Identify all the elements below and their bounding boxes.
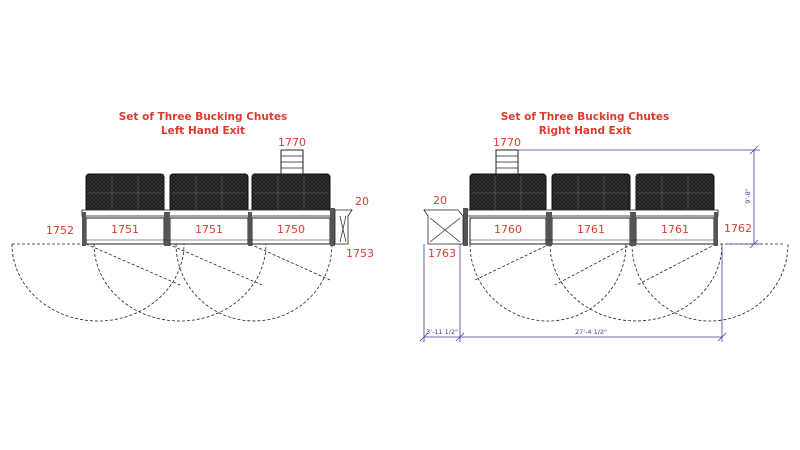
left-part-1770: 1770 bbox=[278, 136, 306, 149]
left-chute-set: Set of Three Bucking Chutes Left Hand Ex… bbox=[11, 111, 374, 322]
left-chute-box-3 bbox=[251, 217, 331, 245]
right-chute-box-1 bbox=[469, 217, 547, 245]
left-part-1752: 1752 bbox=[46, 224, 74, 237]
left-gate-swing-line-2 bbox=[167, 243, 263, 286]
right-part-1763: 1763 bbox=[428, 247, 456, 260]
right-post-3 bbox=[630, 212, 636, 246]
right-post-1 bbox=[463, 208, 468, 246]
left-gate-swing-line-3 bbox=[249, 243, 331, 281]
right-chute-label-3: 1761 bbox=[661, 223, 689, 236]
left-chute-label-1: 1751 bbox=[111, 223, 139, 236]
left-post-3 bbox=[248, 212, 252, 246]
left-chute-box-1 bbox=[85, 217, 165, 245]
left-gate-swing-line-1 bbox=[85, 243, 181, 286]
left-part-1753: 1753 bbox=[346, 247, 374, 260]
right-chute-label-1: 1760 bbox=[494, 223, 522, 236]
left-title-line2: Left Hand Exit bbox=[161, 125, 245, 137]
left-chute-label-3: 1750 bbox=[277, 223, 305, 236]
right-part-1770: 1770 bbox=[493, 136, 521, 149]
right-title-line1: Set of Three Bucking Chutes bbox=[501, 111, 670, 123]
right-gate-swing-arc-1 bbox=[469, 243, 627, 322]
right-post-2 bbox=[546, 212, 552, 246]
right-dim-height: 9'-8" bbox=[744, 188, 752, 203]
right-gate-swing-arc-2 bbox=[549, 243, 723, 322]
right-top-rail bbox=[465, 209, 719, 217]
right-title-line2: Right Hand Exit bbox=[539, 125, 631, 137]
right-post-4 bbox=[714, 212, 718, 246]
right-part-1762: 1762 bbox=[724, 222, 752, 235]
left-gate-swing-arc-2 bbox=[93, 243, 267, 322]
left-part-20: 20 bbox=[355, 195, 369, 208]
right-chute-set: Set of Three Bucking Chutes Right Hand E… bbox=[419, 111, 789, 342]
left-chute-label-2: 1751 bbox=[195, 223, 223, 236]
left-gate-swing-arc-1 bbox=[11, 243, 185, 322]
left-post-1 bbox=[82, 212, 86, 246]
left-gate-swing-arc-3 bbox=[175, 243, 333, 322]
right-part-20: 20 bbox=[433, 194, 447, 207]
right-chute-label-2: 1761 bbox=[577, 223, 605, 236]
right-dim-exit-width: 3'-11 1/2" bbox=[426, 328, 458, 336]
right-dim-total-width: 27'-4 1/2" bbox=[575, 328, 607, 336]
left-post-2 bbox=[164, 212, 170, 246]
left-title-line1: Set of Three Bucking Chutes bbox=[119, 111, 288, 123]
left-top-rail bbox=[81, 209, 335, 217]
left-chute-box-2 bbox=[169, 217, 249, 245]
right-dimension-lines bbox=[419, 145, 760, 342]
left-post-4 bbox=[330, 208, 335, 246]
right-gate-swing-arc-3 bbox=[631, 243, 789, 322]
right-exit-gate bbox=[423, 209, 464, 245]
